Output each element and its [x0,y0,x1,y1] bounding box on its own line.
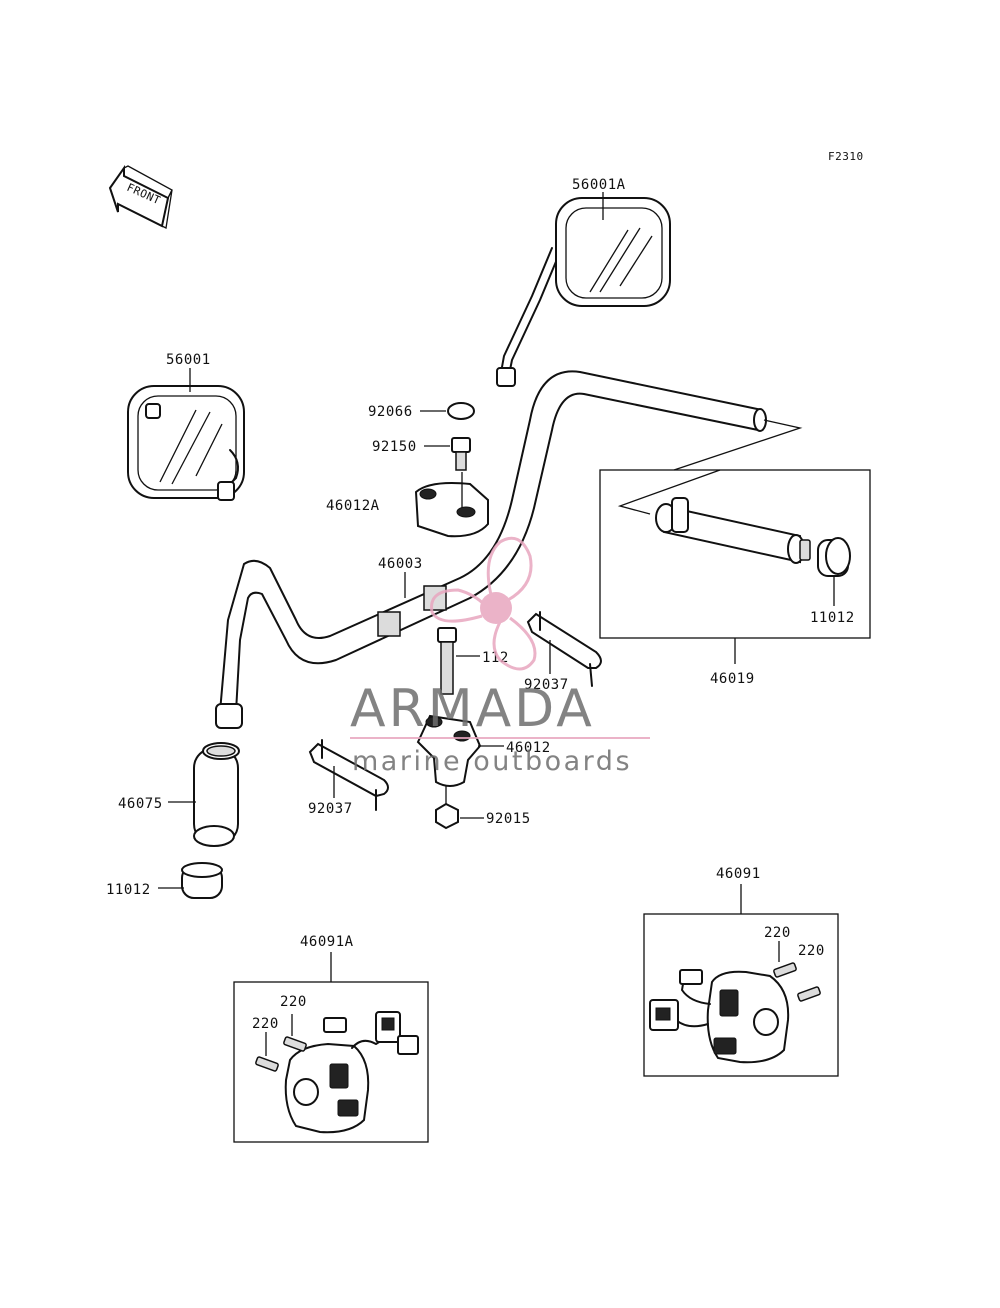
label-mirror-right: 56001A [572,177,626,193]
label-grip-assembly-right: 46019 [710,671,755,687]
mirror-left [127,385,245,501]
watermark-tagline: marine outboards [352,746,632,777]
label-bracket-right: 92037 [524,677,569,693]
screw-left-a [283,1014,307,1052]
label-screw-left-a: 220 [280,994,307,1010]
holder-upper-46012a [414,472,489,538]
screw-left-b [255,1032,279,1072]
label-grip-left: 46075 [118,796,163,812]
box-switch-left [233,981,429,1143]
label-grip-end-right: 11012 [810,610,855,626]
handlebar-46003 [215,370,767,729]
label-nut: 92015 [486,811,531,827]
bolt-112 [437,627,457,695]
box-switch-right [643,913,839,1077]
grip-end-left-11012 [181,862,223,899]
label-switch-right: 46091 [716,866,761,882]
bracket-right-92037 [526,611,602,687]
bolt-92150 [451,437,471,471]
label-bracket-left: 92037 [308,801,353,817]
label-bolt-top: 92150 [372,439,417,455]
label-screw-right-a: 220 [764,925,791,941]
watermark: ARMADA marine outboards [350,536,650,777]
label-holder-upper: 46012A [326,498,380,514]
cap-92066 [447,402,475,420]
nut-92015 [435,786,459,830]
propeller-logo-icon [430,536,537,671]
grip-end-right-11012 [817,537,851,577]
label-screw-right-b: 220 [798,943,825,959]
label-mirror-left: 56001 [166,352,211,368]
front-arrow-icon: FRONT [108,164,173,229]
screw-right-b [797,986,821,1002]
grip-left-46075 [193,742,240,847]
label-screw-left-b: 220 [252,1016,279,1032]
bracket-left-92037 [308,739,389,811]
label-holder-lower: 46012 [506,740,551,756]
grip-right-46019 [655,497,811,564]
watermark-brand: ARMADA [350,679,595,739]
screw-right-a [773,941,797,978]
switch-right-46091 [649,969,790,1064]
switch-left-46091a [284,1011,419,1134]
label-grip-end-left: 11012 [106,882,151,898]
mirror-right [496,197,671,387]
label-switch-left: 46091A [300,934,354,950]
label-cap: 92066 [368,404,413,420]
label-handlebar: 46003 [378,556,423,572]
sheet-code: F2310 [828,150,864,163]
